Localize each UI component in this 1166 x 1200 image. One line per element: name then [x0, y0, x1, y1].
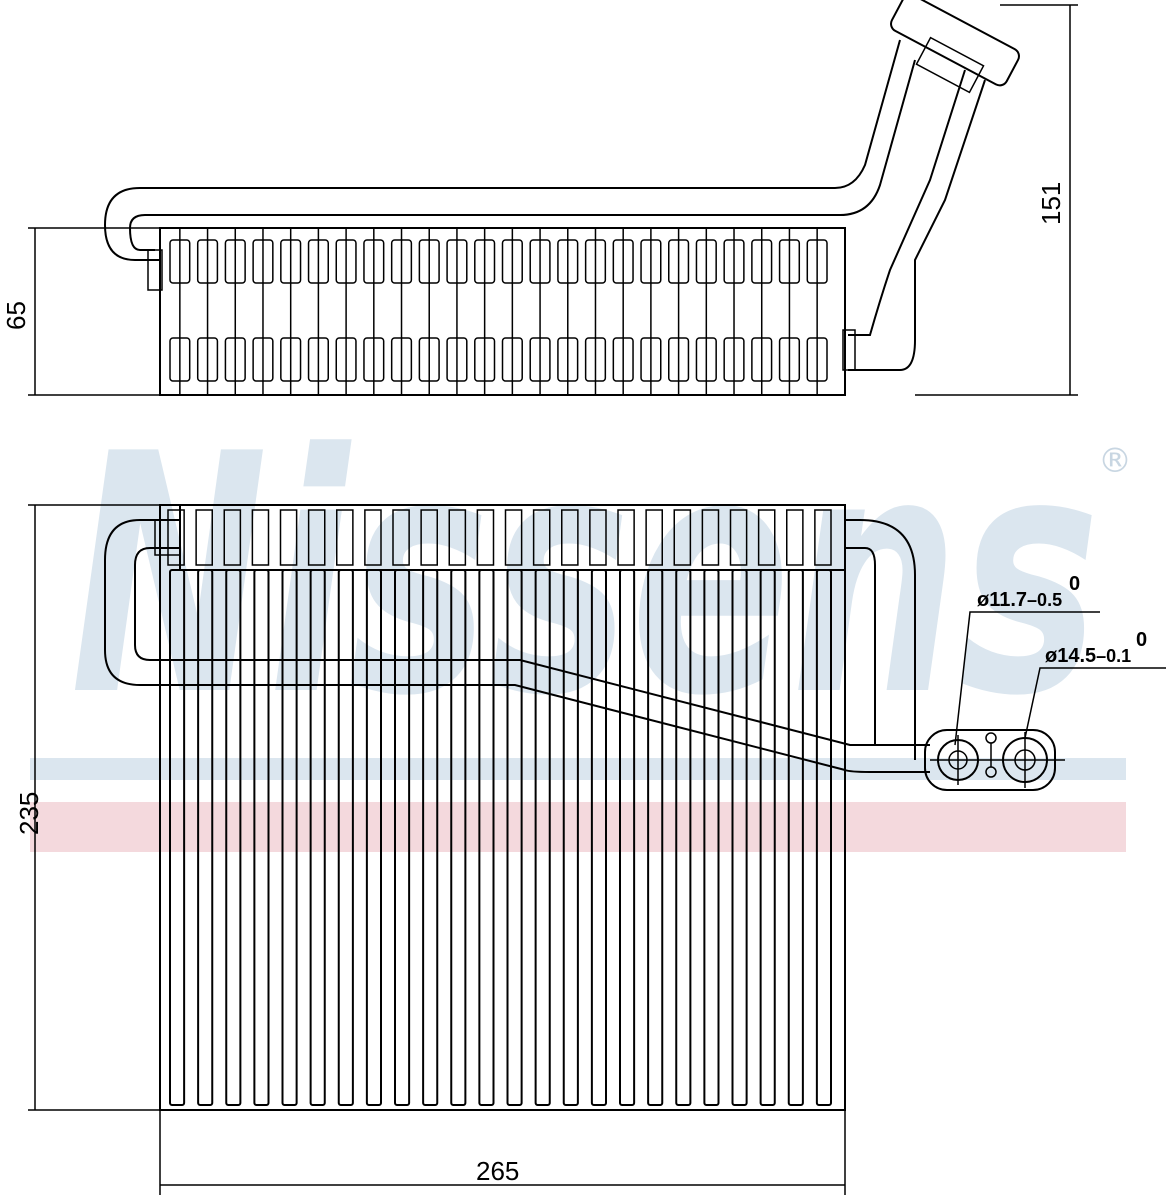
- front-pipe2-inner: [845, 547, 876, 745]
- header-fin: [251, 509, 270, 566]
- dim-label-151: 151: [1036, 182, 1066, 225]
- header-fin: [392, 509, 410, 566]
- brand-watermark: Nissens ®: [30, 384, 1132, 852]
- top-flange-boss: [915, 36, 985, 94]
- dim-label-235: 235: [14, 792, 44, 835]
- front-tube: [197, 569, 214, 1106]
- dim-label-265: 265: [476, 1156, 519, 1186]
- top-pipe2-inner: [848, 79, 986, 371]
- front-tube: [534, 569, 551, 1106]
- front-tube: [169, 569, 186, 1106]
- header-fin: [532, 509, 551, 566]
- header-fin: [561, 509, 579, 566]
- leader-small-pipe: [954, 611, 1100, 746]
- header-fin: [307, 509, 326, 566]
- header-fin: [757, 509, 776, 566]
- top-pipe2-outer: [848, 69, 966, 336]
- front-tube: [787, 569, 804, 1106]
- header-fin: [223, 509, 242, 566]
- front-tube: [478, 569, 495, 1106]
- front-tube: [309, 569, 326, 1106]
- front-tube: [365, 569, 382, 1106]
- front-pipe-inner: [134, 547, 930, 746]
- top-right-fitting: [842, 329, 856, 371]
- top-core: [159, 227, 846, 396]
- pipe-flange-block: [924, 729, 1065, 791]
- top-left-fitting: [147, 249, 163, 291]
- front-tube: [337, 569, 354, 1106]
- front-tube: [703, 569, 720, 1106]
- header-fin: [448, 509, 467, 566]
- header-fin: [364, 509, 382, 566]
- front-pipe-outer: [104, 519, 930, 773]
- header-fin: [786, 509, 804, 566]
- header-fin: [504, 509, 523, 566]
- top-flange: [890, 0, 1020, 87]
- front-tube: [253, 569, 270, 1106]
- front-tube: [815, 569, 832, 1106]
- header-fin: [420, 509, 438, 566]
- leader-large-pipe: [1024, 667, 1166, 739]
- front-tube: [731, 569, 748, 1106]
- header-fin: [167, 509, 185, 566]
- front-tube: [619, 569, 636, 1106]
- header-fin: [673, 509, 692, 566]
- front-tube: [562, 569, 579, 1106]
- top-pipe-outer: [103, 39, 901, 261]
- dim-label-65: 65: [1, 301, 31, 330]
- pipe-small-label: ø11.7–0.5: [977, 589, 1062, 611]
- front-tube: [675, 569, 692, 1106]
- front-tube: [647, 569, 664, 1106]
- front-tube: [506, 569, 523, 1106]
- front-tube: [422, 569, 439, 1106]
- pipe-large-upper: 0: [1136, 629, 1147, 651]
- header-fin: [814, 509, 832, 566]
- front-tube: [281, 569, 298, 1106]
- header-fin: [336, 509, 354, 566]
- header-fin: [617, 509, 635, 566]
- header-fin: [701, 509, 720, 566]
- header-fin: [645, 509, 663, 566]
- front-tube: [590, 569, 607, 1106]
- top-view: 65 151: [1, 0, 1078, 396]
- front-view: ø11.7–0.5 0 ø14.5–0.1 0 235 265: [14, 504, 1166, 1195]
- watermark-logo-text: Nissens: [70, 384, 1100, 768]
- header-fin: [729, 509, 748, 566]
- header-fin: [476, 509, 495, 566]
- front-left-fitting: [154, 519, 181, 556]
- front-pipe2: [845, 519, 916, 760]
- header-fin: [279, 509, 298, 566]
- pipe-large-label: ø14.5–0.1: [1045, 645, 1131, 667]
- top-pipe-inner: [128, 59, 916, 251]
- header-fin: [195, 509, 213, 566]
- front-tube: [394, 569, 411, 1106]
- header-fin: [589, 509, 607, 566]
- front-tube: [450, 569, 467, 1106]
- front-tube: [225, 569, 242, 1106]
- front-tube: [759, 569, 776, 1106]
- registered-mark: ®: [1098, 441, 1132, 481]
- pipe-small-upper: 0: [1069, 573, 1080, 595]
